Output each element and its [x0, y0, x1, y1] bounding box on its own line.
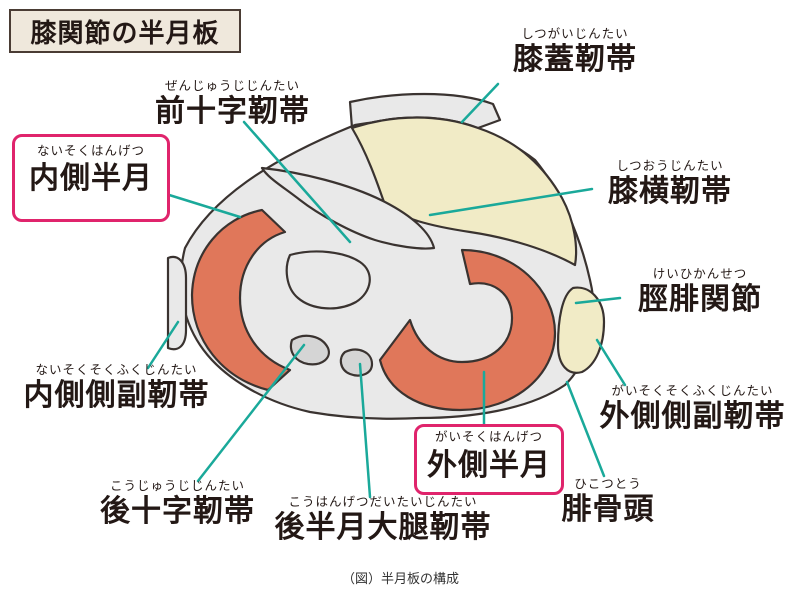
furigana: がいそくはんげつ	[434, 429, 543, 444]
leader-line-transverse	[428, 187, 594, 217]
label-mcl: ないそくそくふくじんたい 内側側副靭帯	[14, 362, 219, 414]
furigana: けいひかんせつ	[652, 266, 748, 281]
label-text: 外側半月	[427, 448, 551, 483]
leader-line-acl	[242, 120, 352, 244]
furigana: しつがいじんたい	[521, 26, 629, 41]
label-text: 脛腓関節	[638, 282, 762, 317]
label-text: 腓骨頭	[561, 492, 655, 527]
label-text: 外側側副靭帯	[599, 399, 786, 434]
label-pcl: こうじゅうじじんたい 後十字靭帯	[90, 478, 265, 530]
label-transverse-ligament: しつおうじんたい 膝横靭帯	[600, 158, 740, 210]
leader-line-lcl	[595, 338, 627, 387]
leader-line-pcl	[196, 343, 306, 483]
label-lateral-meniscus: がいそくはんげつ 外側半月	[414, 424, 564, 495]
furigana: こうはんげつだいたいじんたい	[288, 494, 478, 509]
label-patellar-ligament: しつがいじんたい 膝蓋靭帯	[505, 26, 645, 78]
label-tibiofibular-joint: けいひかんせつ 脛腓関節	[625, 266, 775, 318]
meniscofemoral-lobe	[339, 348, 374, 377]
label-text: 膝蓋靭帯	[513, 42, 637, 77]
mcl-plate	[166, 255, 188, 351]
furigana: ないそくそくふくじんたい	[35, 362, 198, 377]
furigana: ないそくはんげつ	[36, 143, 145, 158]
label-medial-meniscus: ないそくはんげつ 内側半月	[12, 134, 170, 222]
leader-line-medial-meniscus	[164, 192, 242, 219]
figure-caption: （図）半月板の構成	[341, 572, 459, 587]
leader-line-mcl	[146, 320, 180, 370]
pcl-lobe	[289, 334, 330, 366]
acl-band	[260, 166, 436, 250]
furigana: ぜんじゅうじじんたい	[164, 78, 300, 93]
leader-line-fibular-head	[565, 380, 606, 478]
fibular-head-shape	[556, 286, 606, 374]
furigana: ひこつとう	[574, 476, 642, 491]
label-lcl: がいそくそくふくじんたい 外側側副靭帯	[590, 383, 795, 435]
diagram-title: 膝関節の半月板	[30, 18, 220, 49]
label-text: 膝横靭帯	[608, 174, 732, 209]
label-text: 前十字靭帯	[155, 94, 310, 129]
lateral-meniscus-shape	[378, 248, 557, 412]
leader-line-tibiofibular	[574, 296, 622, 305]
leader-line-meniscofemoral	[358, 362, 372, 499]
label-meniscofemoral-ligament: こうはんげつだいたいじんたい 後半月大腿靭帯	[268, 494, 498, 546]
label-fibular-head: ひこつとう 腓骨頭	[548, 476, 668, 528]
furigana: こうじゅうじじんたい	[109, 478, 245, 493]
intercondylar-area	[285, 250, 371, 310]
label-text: 後十字靭帯	[100, 494, 255, 529]
label-text: 内側半月	[29, 161, 153, 196]
leader-line-patellar	[460, 82, 500, 124]
label-text: 後半月大腿靭帯	[274, 510, 492, 545]
title-box: 膝関節の半月板	[9, 9, 241, 53]
label-acl: ぜんじゅうじじんたい 前十字靭帯	[145, 78, 320, 130]
furigana: がいそくそくふくじんたい	[611, 383, 774, 398]
label-text: 内側側副靭帯	[23, 378, 210, 413]
furigana: しつおうじんたい	[616, 158, 724, 173]
